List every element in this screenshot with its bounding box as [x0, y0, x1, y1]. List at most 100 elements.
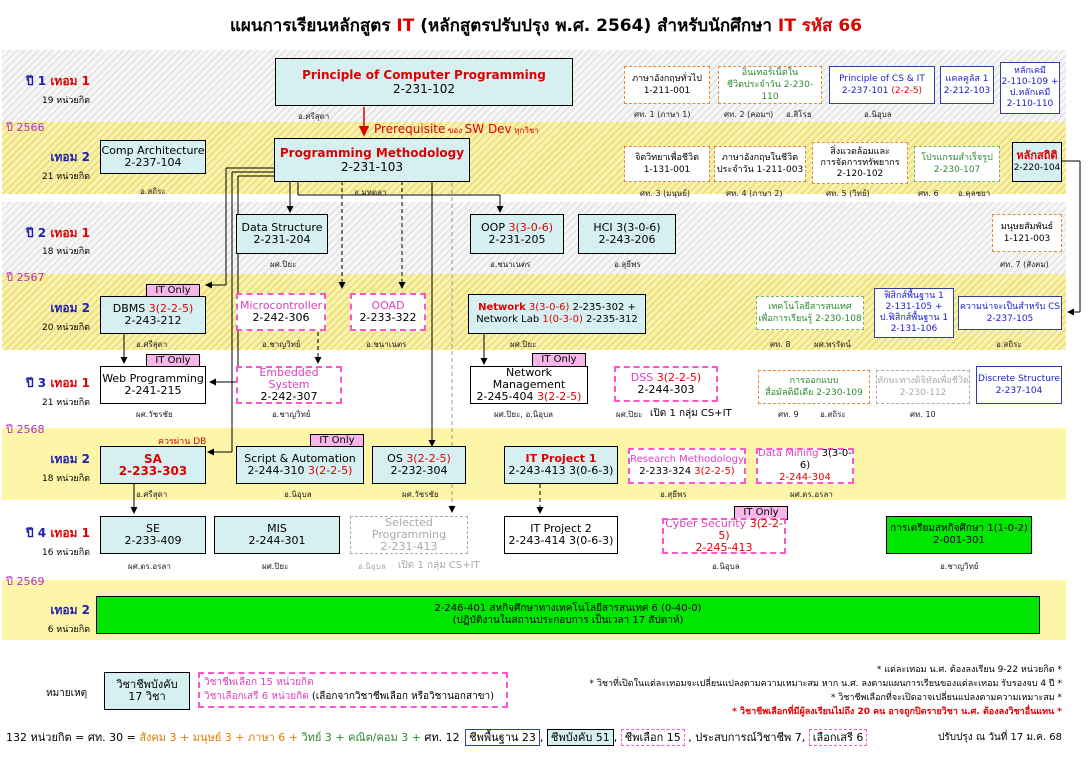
course-os[interactable]: OS 3(2-2-5)2-232-304	[372, 446, 466, 484]
instructor: อ.สุธีพร	[660, 490, 687, 499]
ge-category: ศท. 6	[918, 189, 939, 198]
instructor: ผศ.ปิยะ	[270, 260, 297, 269]
course-principle-programming[interactable]: Principle of Computer Programming 2-231-…	[275, 58, 573, 106]
course-dss[interactable]: DSS 3(2-2-5)2-244-303	[614, 366, 718, 402]
credits-y1t1: 19 หน่วยกิต	[41, 96, 90, 106]
ge-category: ศท. 10	[910, 410, 936, 419]
note-1: * แต่ละเทอม น.ศ. ต้องลงเรียน 9-22 หน่วยก…	[876, 665, 1062, 675]
course-english-daily-life[interactable]: ภาษาอังกฤษในชีวิตประจำวัน 1-211-003	[714, 146, 806, 182]
course-programming-methodology[interactable]: Programming Methodology 2-231-103	[274, 138, 470, 182]
instructor: ผศ.ปิยะ	[262, 562, 289, 571]
prerequisite-note: Prerequisite ของ SW Dev ทุกวิชา	[374, 122, 539, 136]
instructor: อ.สถิระ	[820, 410, 846, 419]
course-chemistry[interactable]: หลักเคมี2-110-109 +ป.หลักเคมี2-110-110	[1000, 62, 1060, 114]
sa-prerequisite-note: ควรผ่าน DB	[158, 437, 207, 447]
instructor: อ.สิโรธ	[786, 110, 812, 119]
course-coop-preparation[interactable]: การเตรียมสหกิจศึกษา 1(1-0-2)2-001-301	[886, 516, 1032, 554]
note-4: * วิชาชีพเลือกที่มีผู้ลงเรียนไม่ถึง 20 ค…	[732, 707, 1062, 717]
credits-y3t2: 18 หน่วยกิต	[41, 474, 90, 484]
year-2569: ปี 2569	[6, 575, 45, 588]
course-data-mining[interactable]: Data Mining 3(3-0-6)2-244-304	[756, 448, 854, 484]
course-hci[interactable]: HCI 3(3-0-6)2-243-206	[578, 214, 676, 254]
instructor: อ.ชนาเนตร	[490, 260, 531, 269]
course-statistics[interactable]: หลักสถิติ2-220-104	[1012, 142, 1062, 182]
instructor: อ.นิอุบล	[712, 562, 740, 571]
sem-y3t2: เทอม 2	[50, 452, 90, 466]
year-2567: ปี 2567	[6, 271, 45, 284]
course-cyber-security[interactable]: Cyber Security 3(2-2-5)2-245-413	[662, 518, 786, 554]
course-dbms[interactable]: DBMS 3(2-2-5)2-243-212	[100, 296, 206, 334]
ge-category: ศท. 8	[770, 340, 791, 349]
course-oop[interactable]: OOP 3(3-0-6)2-231-205	[470, 214, 564, 254]
instructor: อ.นิอุบล	[284, 490, 312, 499]
note-3: * วิชาชีพเลือกที่จะเปิดอาจเปลี่ยนแปลงตาม…	[830, 693, 1062, 703]
instructor: อ.นิอุบล	[864, 110, 892, 119]
course-human-relations[interactable]: มนุษยสัมพันธ์1-121-003	[992, 214, 1062, 252]
instructor: ผศ.ปิยะ	[510, 340, 537, 349]
instructor: ผศ.ดร.อรลา	[790, 490, 833, 499]
course-note: เปิด 1 กลุ่ม CS+IT	[650, 408, 732, 419]
instructor: อ.นิอุบล	[358, 562, 386, 571]
instructor: อ.ชาญวิทย์	[262, 340, 301, 349]
instructor: ผศ.วัชรชัย	[136, 410, 173, 419]
instructor: อ.คุลชยา	[958, 189, 991, 198]
sem-y3t1: ปี 3 เทอม 1	[26, 376, 90, 390]
legend-label: หมายเหตุ	[46, 688, 88, 699]
sem-y1t2: เทอม 2	[50, 150, 90, 164]
instructor: อ.ศรีสุดา	[136, 490, 168, 499]
credits-y4t1: 16 หน่วยกิต	[41, 548, 90, 558]
year-2566: ปี 2566	[6, 121, 45, 134]
credits-y2t1: 18 หน่วยกิต	[41, 247, 90, 257]
sem-y4t2: เทอม 2	[50, 603, 90, 617]
sem-y1t1: ปี 1 เทอม 1	[26, 74, 90, 88]
credit-summary: 132 หน่วยกิต = ศท. 30 = สังคม 3 + มนุษย์…	[6, 728, 868, 746]
course-internet-daily-life[interactable]: อินเทอร์เน็ตในชีวิตประจำวัน 2-230-110	[718, 66, 822, 104]
credits-y2t2: 20 หน่วยกิต	[41, 323, 90, 333]
course-network[interactable]: Network 3(3-0-6) 2-235-302 + Network Lab…	[468, 294, 646, 334]
course-multimedia-design[interactable]: การออกแบบสื่อมัลติมีเดีย 2-230-109	[758, 370, 870, 404]
page-title: แผนการเรียนหลักสูตร IT (หลักสูตรปรับปรุง…	[229, 16, 863, 36]
ge-category: ศท. 9	[778, 410, 799, 419]
ge-category: ศท. 1 (ภาษา 1)	[634, 110, 691, 119]
instructor: ผศ.ปิยะ, อ.นิอุบล	[494, 410, 554, 419]
course-note: เปิด 1 กลุ่ม CS+IT	[398, 560, 480, 571]
instructor: ผศ.วัชรชัย	[402, 490, 439, 499]
course-it-for-learning[interactable]: เทคโนโลยีสารสนเทศเพื่อการเรียนรู้ 2-230-…	[756, 296, 864, 330]
ge-category: ศท. 7 (สังคม)	[1000, 260, 1049, 269]
credits-y1t2: 21 หน่วยกิต	[41, 172, 90, 182]
ge-category: ศท. 4 (ภาษา 2)	[726, 189, 783, 198]
instructor: อ.ชาญวิทย์	[940, 562, 979, 571]
credits-y3t1: 21 หน่วยกิต	[41, 398, 90, 408]
credits-y4t2: 6 หน่วยกิต	[47, 625, 90, 635]
sem-y4t1: ปี 4 เทอม 1	[26, 526, 90, 540]
sem-y2t2: เทอม 2	[50, 301, 90, 315]
course-cooperative-education[interactable]: 2-246-401 สหกิจศึกษาทางเทคโนโลยีสารสนเทศ…	[96, 596, 1040, 634]
instructor: อ.สถิระ	[996, 340, 1022, 349]
